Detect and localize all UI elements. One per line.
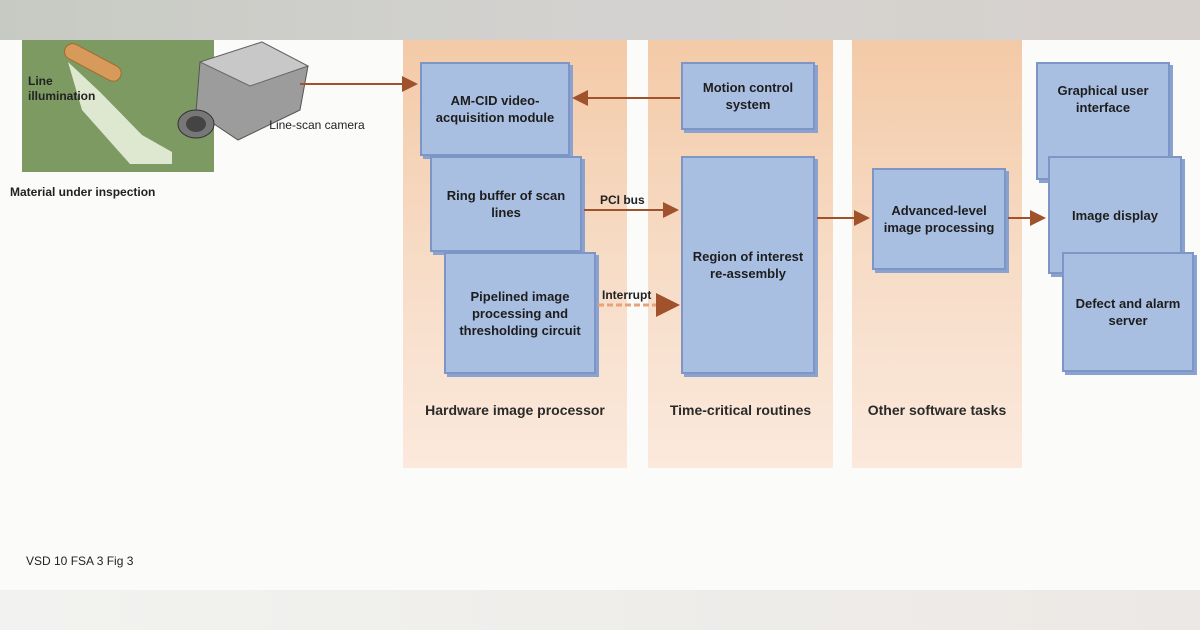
column-label-other: Other software tasks	[867, 402, 1007, 418]
lamp-icon	[64, 43, 122, 82]
material-label: Material under inspection	[10, 185, 156, 199]
roi-box: Region of interest re-assembly	[681, 156, 815, 374]
bottom-banner	[0, 590, 1200, 630]
column-label-timecritical: Time-critical routines	[669, 402, 812, 418]
motion-control-box: Motion control system	[681, 62, 815, 130]
camera-icon	[177, 41, 310, 141]
defect-server-box: Defect and alarm server	[1062, 252, 1194, 372]
ring-buffer-box: Ring buffer of scan lines	[430, 156, 582, 252]
top-banner	[0, 0, 1200, 40]
interrupt-label: Interrupt	[602, 288, 652, 302]
column-label-hardware: Hardware image processor	[425, 402, 605, 418]
pci-bus-label: PCI bus	[600, 193, 645, 207]
pipelined-box: Pipelined image processing and threshold…	[444, 252, 596, 374]
scene-illustration	[64, 43, 172, 164]
figure-caption: VSD 10 FSA 3 Fig 3	[26, 554, 134, 568]
camera-label: Line-scan camera	[269, 118, 365, 132]
advanced-processing-box: Advanced-level image processing	[872, 168, 1006, 270]
video-module-box: AM-CID video-acquisition module	[420, 62, 570, 156]
illumination-label: Line illumination	[28, 74, 96, 103]
light-beam	[68, 62, 172, 164]
inspection-scene: Line illumination	[22, 40, 214, 172]
